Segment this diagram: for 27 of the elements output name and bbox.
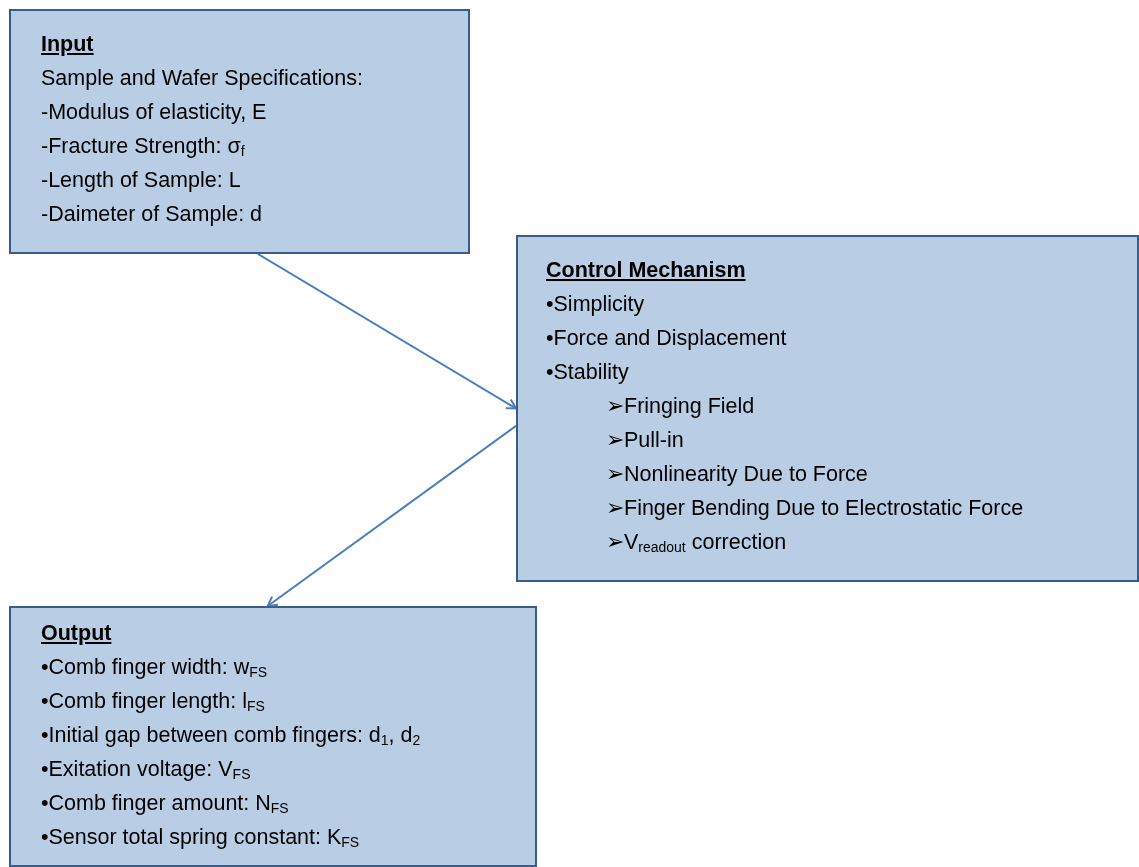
- list-item: •Simplicity: [546, 291, 645, 318]
- list-item: •Sensor total spring constant: K$_{FS}$: [41, 824, 360, 853]
- list-item: •Comb finger length: l$_{FS}$: [41, 688, 265, 717]
- list-item: ➢Fringing Field: [605, 393, 755, 420]
- list-item: ➢V$_{readout}$ correction: [605, 529, 787, 558]
- list-item: -Daimeter of Sample: d: [41, 201, 263, 228]
- box-heading: Input: [41, 31, 94, 58]
- box-heading: Control Mechanism: [546, 257, 746, 284]
- text-box: [516, 235, 1139, 582]
- list-item: •Comb finger amount: N$_{FS}$: [41, 790, 289, 819]
- list-item: -Length of Sample: L: [41, 167, 241, 194]
- list-item: -Fracture Strength: σ$_{f}$: [41, 133, 245, 162]
- box-heading: Output: [41, 620, 112, 647]
- arrow: [256, 253, 517, 410]
- text-box: [9, 606, 537, 867]
- list-item: •Stability: [546, 359, 629, 386]
- list-item: ➢Finger Bending Due to Electrostatic Force: [605, 495, 1024, 522]
- list-item: Sample and Wafer Specifications:: [41, 65, 363, 92]
- list-item: •Exitation voltage: V$_{FS}$: [41, 756, 251, 785]
- list-item: -Modulus of elasticity, E: [41, 99, 267, 126]
- list-item: •Comb finger width: w$_{FS}$: [41, 654, 268, 683]
- list-item: •Force and Displacement: [546, 325, 787, 352]
- list-item: ➢Pull-in: [605, 427, 684, 454]
- text-box: [9, 9, 470, 254]
- list-item: •Initial gap between comb fingers: d$_{1}$, d$_{2}$: [41, 722, 421, 751]
- arrow: [266, 424, 517, 607]
- list-item: ➢Nonlinearity Due to Force: [605, 461, 868, 488]
